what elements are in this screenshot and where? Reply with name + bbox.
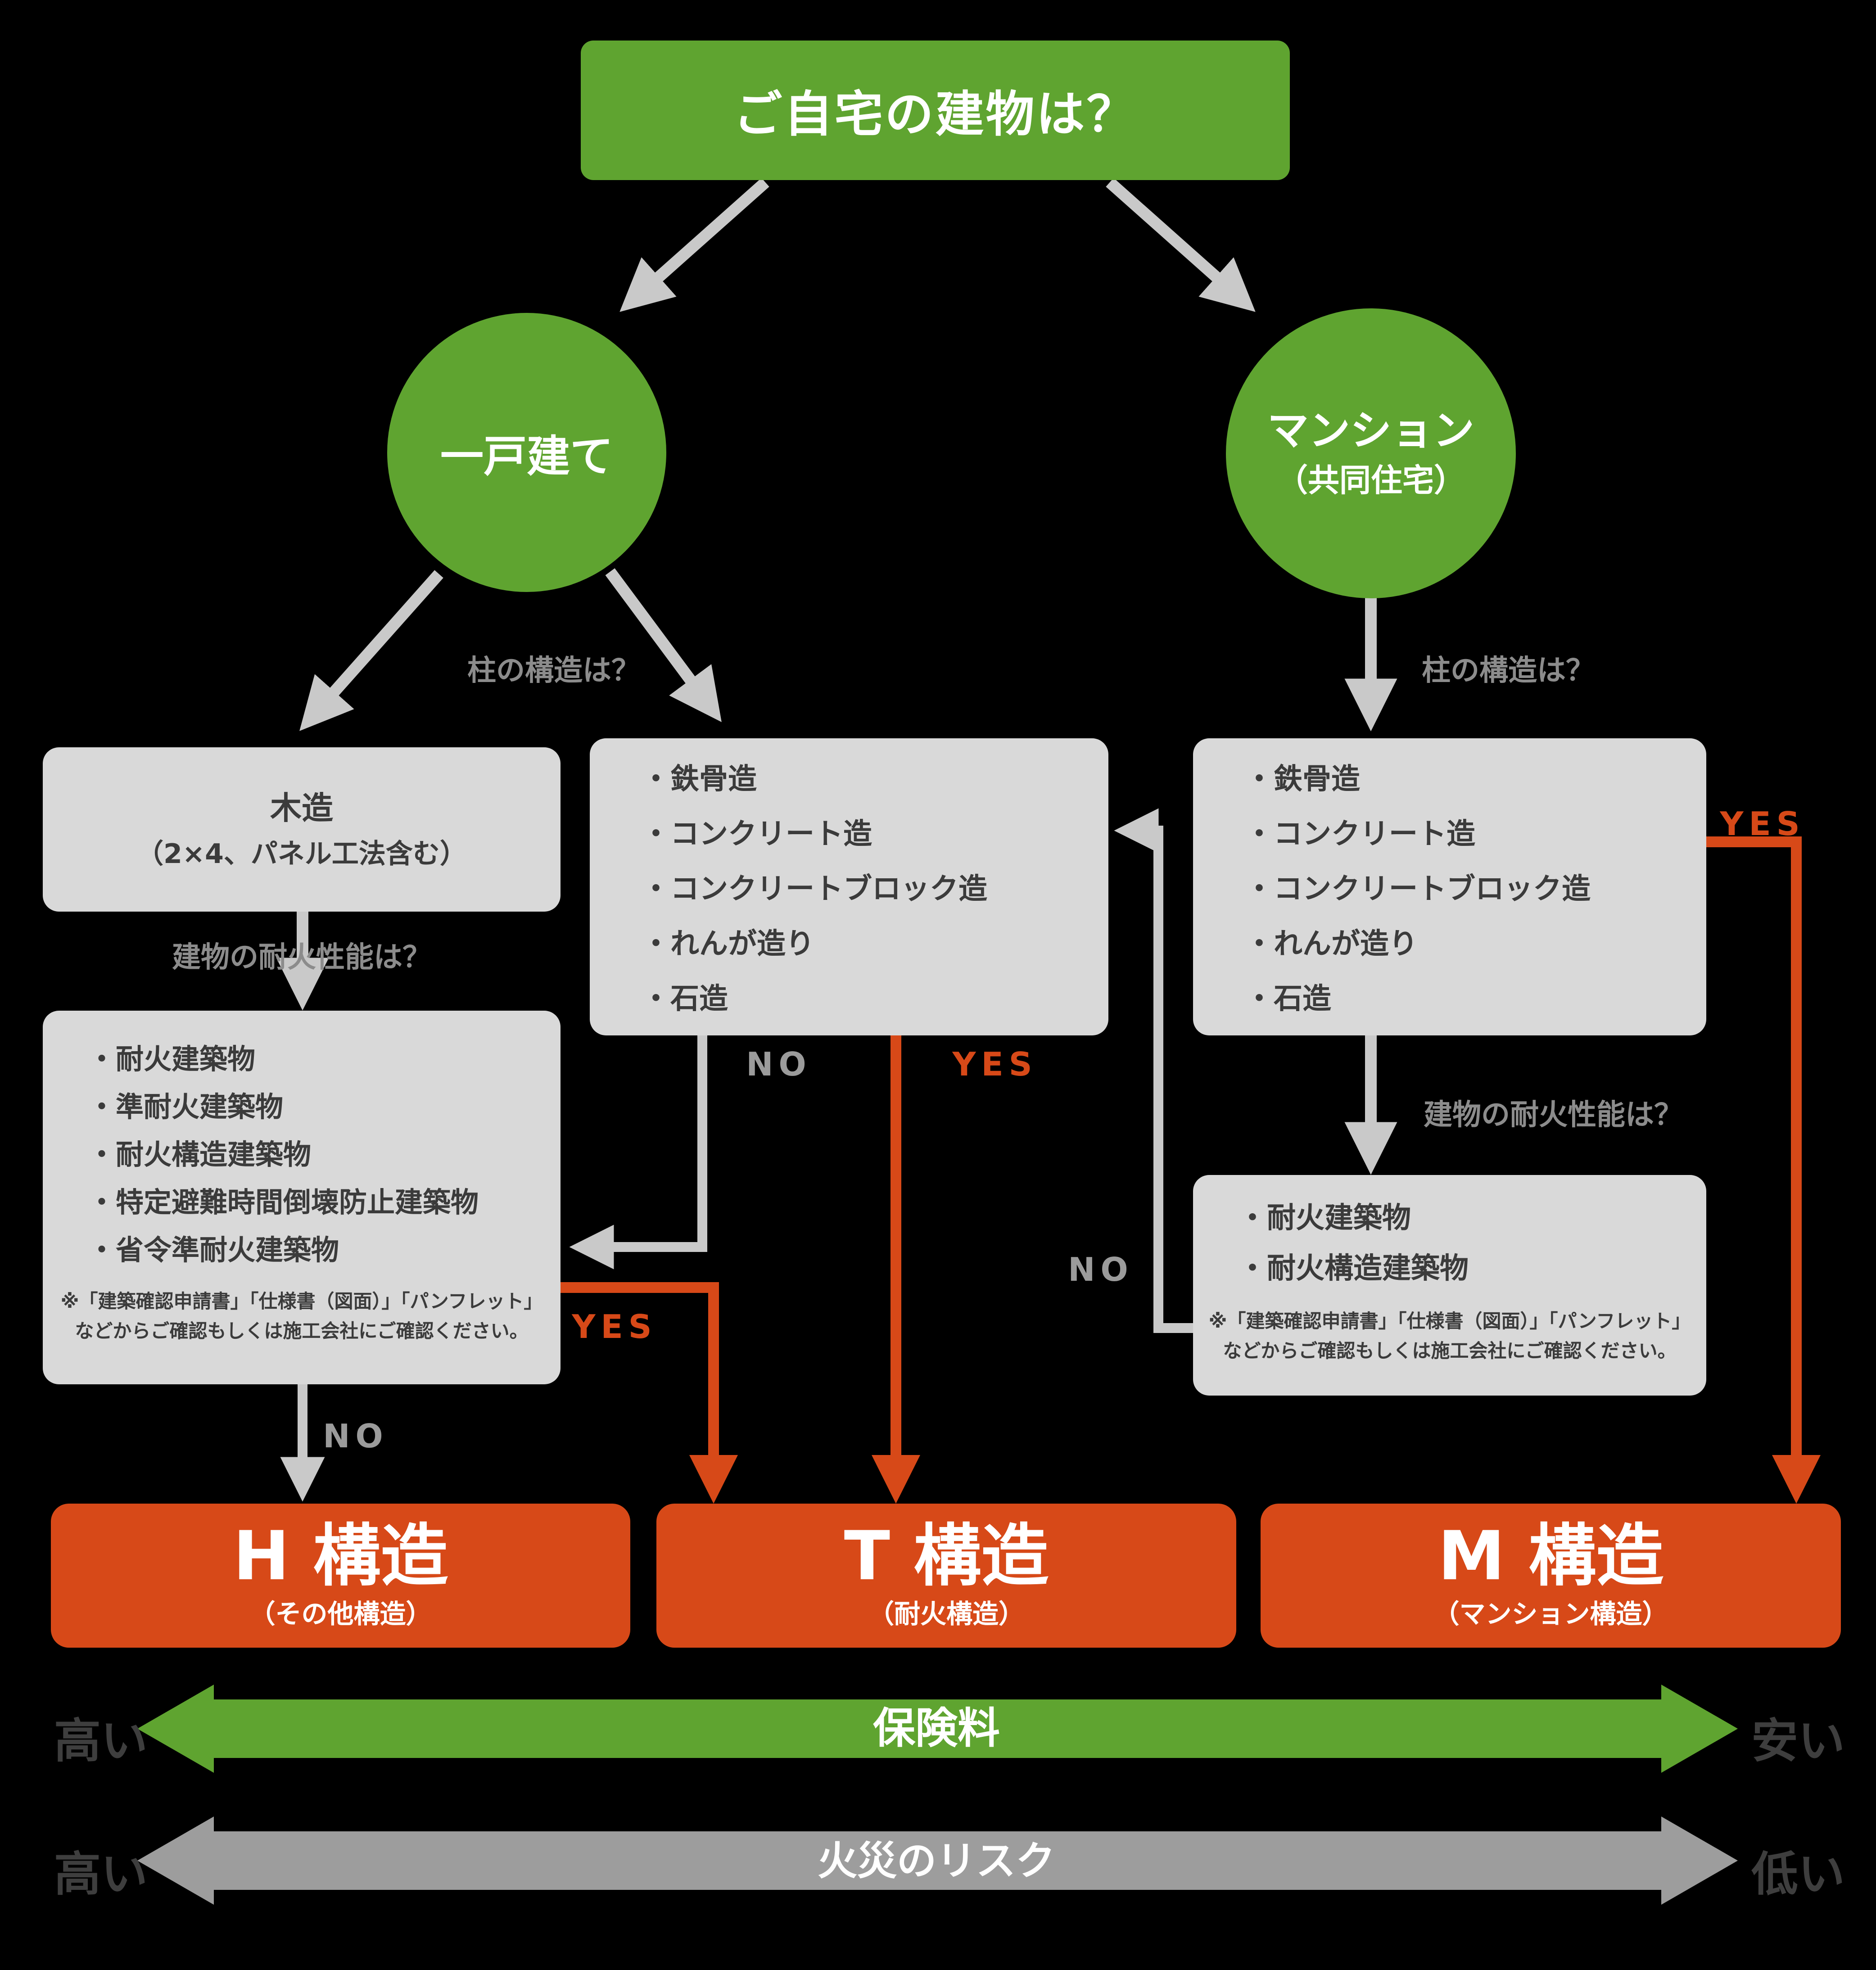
result-title: M 構造 [1438, 1517, 1664, 1595]
fire-risk-scale-label: 火災のリスク [817, 1838, 1055, 1884]
result-h-structure: H 構造 （その他構造） [51, 1504, 630, 1648]
mansion-sublabel: （共同住宅） [1276, 462, 1465, 499]
list-item: ・れんが造り [1245, 927, 1418, 961]
list-item: ・コンクリートブロック造 [642, 872, 987, 906]
fire-risk-low-label: 低い [1751, 1847, 1845, 1902]
list-item: ・耐火構造建築物 [88, 1138, 312, 1171]
mansion-node: マンション （共同住宅） [1226, 308, 1516, 598]
no-label-mid: NO [746, 1045, 812, 1083]
premium-scale-arrow [137, 1685, 1738, 1773]
premium-scale-label: 保険料 [872, 1704, 1000, 1753]
list-item: ・準耐火建築物 [88, 1090, 284, 1123]
list-item: ・コンクリートブロック造 [1245, 872, 1591, 906]
note-line2: などからご確認もしくは施工会社にご確認ください。 [75, 1320, 529, 1342]
fire-risk-high-label: 高い [54, 1847, 148, 1902]
question-pillar-right: 柱の構造は？ [1422, 654, 1595, 687]
wood-subtitle: （2×4、パネル工法含む） [136, 838, 467, 870]
yes-label-left: YES [572, 1308, 657, 1346]
arrow-yes-right-to-m [1705, 836, 1821, 1504]
result-m-structure: M 構造 （マンション構造） [1261, 1504, 1841, 1648]
list-item: ・鉄骨造 [1245, 763, 1360, 796]
list-item: ・石造 [1245, 982, 1331, 1016]
list-item: ・コンクリート造 [1245, 818, 1475, 851]
house-label: 一戸建て [440, 431, 613, 482]
no-label-left: NO [323, 1417, 389, 1455]
fire-risk-scale-arrow [137, 1816, 1738, 1905]
list-item: ・れんが造り [642, 927, 814, 961]
list-item: ・省令準耐火建築物 [88, 1234, 339, 1266]
question-fire-right: 建物の耐火性能は？ [1424, 1098, 1683, 1132]
arrow-house-to-pillar-list [605, 568, 722, 722]
result-subtitle: （耐火構造） [868, 1599, 1025, 1629]
fire-types-mansion-box: ・耐火建築物 ・耐火構造建築物 ※「建築確認申請書」「仕様書（図面）」「パンフレ… [1193, 1175, 1706, 1396]
pillar-types-house-box: ・鉄骨造 ・コンクリート造 ・コンクリートブロック造 ・れんが造り ・石造 [590, 738, 1108, 1035]
arrow-title-to-mansion [1106, 178, 1256, 312]
title-box: ご自宅の建物は？ [581, 41, 1290, 180]
arrow-title-to-house [619, 178, 769, 312]
note-line1: ※「建築確認申請書」「仕様書（図面）」「パンフレット」 [60, 1290, 543, 1312]
result-title: H 構造 [233, 1517, 448, 1595]
question-pillar-left: 柱の構造は？ [467, 654, 640, 687]
result-subtitle: （マンション構造） [1433, 1599, 1668, 1629]
confirmation-note: ※「建築確認申請書」「仕様書（図面）」「パンフレット」 などからご確認もしくは施… [43, 1287, 561, 1346]
yes-label-right: YES [1720, 805, 1805, 843]
question-fire-left: 建物の耐火性能は？ [172, 941, 431, 974]
yes-label-mid: YES [952, 1045, 1038, 1083]
arrow-no-right-to-mid-list [1114, 808, 1193, 1333]
list-item: ・石造 [642, 982, 728, 1016]
note-line2: などからご確認もしくは施工会社にご確認ください。 [1223, 1340, 1677, 1362]
mansion-label: マンション [1267, 407, 1474, 455]
premium-high-label: 高い [54, 1713, 148, 1768]
list-item: ・特定避難時間倒壊防止建築物 [88, 1186, 479, 1219]
no-label-right: NO [1068, 1251, 1134, 1288]
wood-structure-box: 木造 （2×4、パネル工法含む） [43, 747, 561, 912]
list-item: ・鉄骨造 [642, 763, 757, 796]
arrow-no-mid-to-fire-left [569, 1035, 707, 1270]
premium-cheap-label: 安い [1751, 1713, 1845, 1768]
list-item: ・コンクリート造 [642, 818, 872, 851]
list-item: ・耐火建築物 [1238, 1202, 1411, 1235]
result-title: T 構造 [844, 1517, 1049, 1595]
pillar-types-mansion-box: ・鉄骨造 ・コンクリート造 ・コンクリートブロック造 ・れんが造り ・石造 [1193, 738, 1706, 1035]
fire-types-house-box: ・耐火建築物 ・準耐火建築物 ・耐火構造建築物 ・特定避難時間倒壊防止建築物 ・… [43, 1011, 561, 1384]
confirmation-note: ※「建築確認申請書」「仕様書（図面）」「パンフレット」 などからご確認もしくは施… [1193, 1306, 1706, 1366]
note-line1: ※「建築確認申請書」「仕様書（図面）」「パンフレット」 [1208, 1310, 1691, 1332]
list-item: ・耐火建築物 [88, 1043, 256, 1075]
result-subtitle: （その他構造） [249, 1599, 432, 1629]
list-item: ・耐火構造建築物 [1238, 1252, 1469, 1285]
wood-title: 木造 [270, 790, 333, 827]
arrow-yes-left-to-t [560, 1282, 738, 1504]
page-title: ご自宅の建物は？ [733, 86, 1137, 143]
arrow-house-to-wood [299, 570, 443, 731]
house-node: 一戸建て [387, 313, 666, 592]
result-t-structure: T 構造 （耐火構造） [656, 1504, 1236, 1648]
